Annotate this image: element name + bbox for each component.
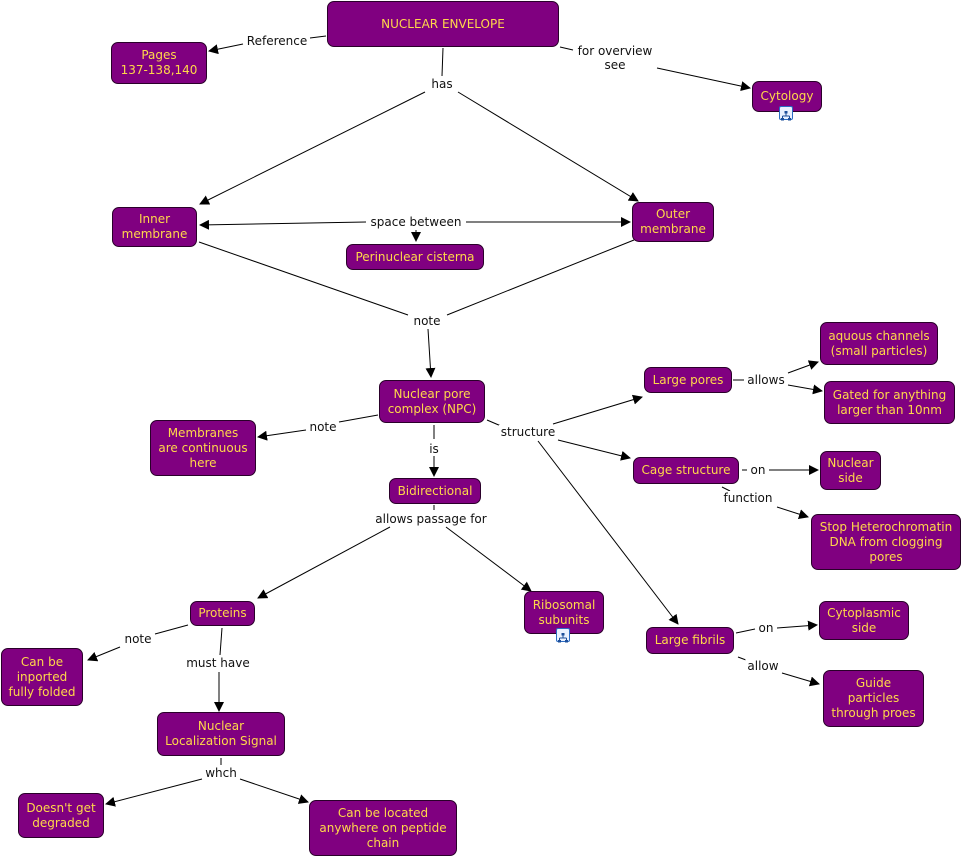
link-on-cage[interactable]: on (748, 463, 768, 477)
edge-structure-cage (557, 439, 631, 461)
edge-allows-proteins (257, 526, 391, 599)
concept-nuclear-envelope[interactable]: NUCLEAR ENVELOPE (327, 1, 559, 47)
concept-proteins[interactable]: Proteins (190, 601, 255, 626)
edge-overview-cytology (656, 67, 751, 91)
link-on-fibrils[interactable]: on (756, 621, 776, 635)
concept-gated[interactable]: Gated for anything larger than 10nm (824, 381, 955, 424)
edge-note-continuous (257, 429, 307, 441)
concept-nuclear-side[interactable]: Nuclear side (820, 451, 881, 490)
edge-reference-pages (208, 43, 244, 55)
concept-nuclear-pore-complex[interactable]: Nuclear pore complex (NPC) (379, 380, 485, 423)
edge-envelope-overview (559, 46, 574, 51)
edge-proteins-note (154, 624, 189, 635)
edge-cage-function (721, 486, 731, 492)
link-allow-fibrils[interactable]: allow (745, 659, 781, 673)
concept-aquous-channels[interactable]: aquous channels (small particles) (820, 322, 938, 365)
link-space-between[interactable]: space between (368, 215, 464, 229)
link-for-overview-see[interactable]: for overview see (575, 44, 655, 72)
edge-allow-guide (781, 672, 820, 687)
concept-outer-membrane[interactable]: Outer membrane (632, 202, 714, 242)
concept-pages[interactable]: Pages 137-138,140 (111, 42, 207, 84)
edge-envelope-has (441, 47, 444, 77)
edge-outer-note (446, 239, 635, 316)
concept-perinuclear-cisterna[interactable]: Perinuclear cisterna (346, 244, 484, 270)
link-must-have[interactable]: must have (184, 656, 252, 670)
hierarchy-icon (558, 633, 568, 643)
link-allows-passage-for[interactable]: allows passage for (373, 512, 489, 526)
edge-whch-anywhere (239, 778, 309, 804)
concept-large-fibrils[interactable]: Large fibrils (646, 627, 734, 654)
link-allows-pores[interactable]: allows (745, 373, 787, 387)
edge-whch-notdegraded (105, 778, 203, 807)
edge-structure-pores (552, 394, 643, 425)
link-reference[interactable]: Reference (244, 34, 310, 48)
concept-inported-folded[interactable]: Can be inported fully folded (1, 648, 83, 706)
edge-note-inported (87, 646, 121, 662)
edge-npc-structure (486, 419, 502, 427)
link-structure[interactable]: structure (498, 425, 558, 439)
edge-allows-aquous (787, 360, 819, 374)
edge-proteins-musthave (219, 627, 223, 656)
concept-cage-structure[interactable]: Cage structure (633, 457, 739, 484)
edge-has-inner (199, 91, 426, 205)
edge-allows-ribosomal (445, 526, 532, 592)
link-is[interactable]: is (427, 442, 441, 456)
submap-icon[interactable] (779, 106, 793, 121)
submap-icon[interactable] (556, 628, 570, 643)
edge-envelope-reference (309, 35, 327, 39)
concept-nuclear-localization-signal[interactable]: Nuclear Localization Signal (157, 712, 285, 756)
concept-large-pores[interactable]: Large pores (644, 367, 732, 393)
edge-fibrils-allow (737, 656, 747, 661)
edge-structure-fibrils (537, 440, 679, 625)
edge-on-cytoplasmic (776, 620, 818, 631)
concept-inner-membrane[interactable]: Inner membrane (112, 207, 197, 247)
edge-note-npc (425, 328, 436, 378)
concept-not-degraded[interactable]: Doesn't get degraded (18, 793, 104, 838)
link-note-membranes[interactable]: note (307, 420, 339, 434)
link-function[interactable]: function (721, 491, 775, 505)
concept-cytoplasmic-side[interactable]: Cytoplasmic side (819, 601, 909, 640)
link-note-npc[interactable]: note (411, 314, 443, 328)
concept-bidirectional[interactable]: Bidirectional (389, 478, 481, 504)
link-whch[interactable]: whch (203, 766, 239, 780)
edge-allows-gated (787, 384, 823, 395)
concept-located-anywhere[interactable]: Can be located anywhere on peptide chain (309, 800, 457, 856)
concept-guide-particles[interactable]: Guide particles through proes (823, 670, 924, 727)
edge-fibrils-on (735, 628, 756, 634)
link-has[interactable]: has (429, 77, 455, 91)
edge-has-outer (457, 91, 639, 202)
concept-membranes-continuous[interactable]: Membranes are continuous here (150, 420, 256, 476)
edge-space-inner (199, 219, 367, 230)
edge-npc-note (338, 414, 379, 423)
concept-ribosomal-subunits[interactable]: Ribosomal subunits (524, 591, 604, 634)
edge-function-stop (776, 506, 809, 519)
concept-stop-heterochromatin[interactable]: Stop Heterochromatin DNA from clogging p… (811, 514, 961, 570)
hierarchy-icon (781, 111, 791, 121)
link-note-proteins[interactable]: note (122, 632, 154, 646)
concept-cytology[interactable]: Cytology (752, 81, 822, 112)
edge-inner-note (198, 241, 409, 316)
